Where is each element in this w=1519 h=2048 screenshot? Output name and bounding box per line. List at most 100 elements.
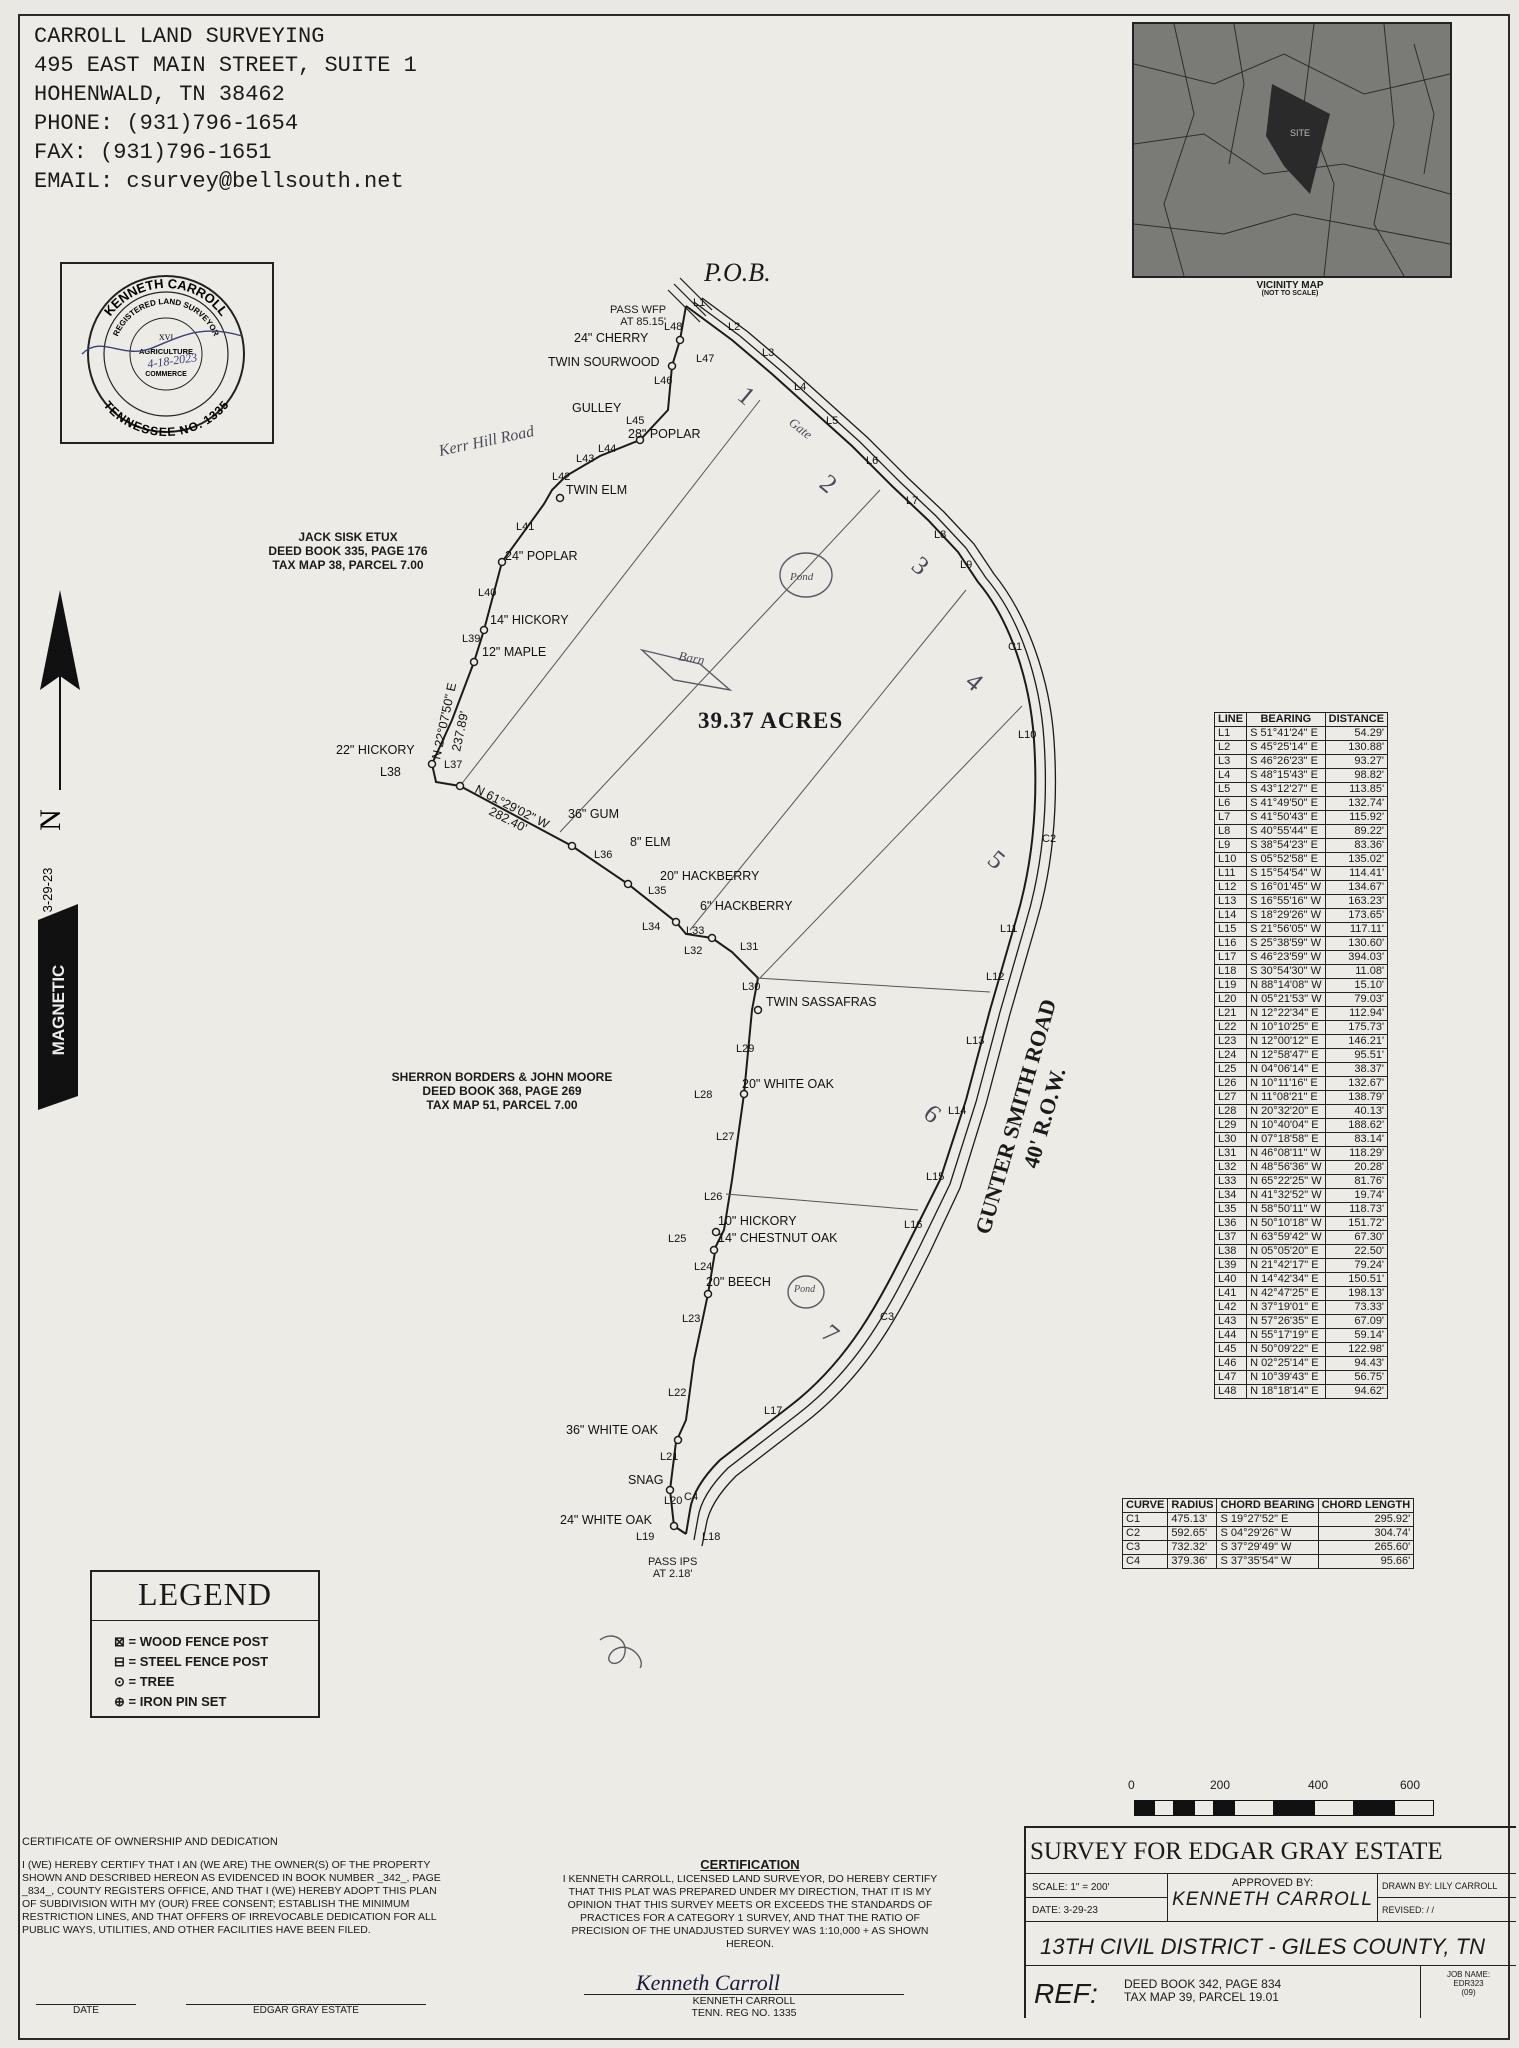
- job-name-value: EDR323: [1453, 1979, 1484, 1988]
- company-address-2: HOHENWALD, TN 38462: [34, 82, 285, 107]
- line-table-cell: N 63°59'42" W: [1246, 1230, 1326, 1245]
- vicinity-map: SITE: [1132, 22, 1452, 278]
- tract-number-7: 7: [816, 1318, 845, 1349]
- line-table-cell: L19: [1213, 978, 1248, 993]
- line-label: L48: [664, 321, 682, 333]
- line-table-cell: N 46°08'11" W: [1246, 1146, 1326, 1161]
- line-table-cell: 122.98': [1324, 1342, 1389, 1357]
- certification-signer-name: KENNETH CARROLL: [692, 1995, 796, 2007]
- line-table-cell: S 21°56'05" W: [1246, 922, 1326, 937]
- line-table-header-line: LINE: [1213, 712, 1248, 727]
- line-table-cell: L14: [1213, 908, 1248, 923]
- line-label: L20: [664, 1495, 682, 1507]
- seal-signed-date: 4-18-2023: [146, 350, 197, 371]
- surveyor-signature: Kenneth Carroll: [636, 1970, 781, 1995]
- tree-label: 24" WHITE OAK: [560, 1513, 653, 1527]
- line-label: L29: [736, 1043, 754, 1055]
- line-table-cell: 132.74': [1324, 796, 1389, 811]
- line-table-cell: S 15°54'54" W: [1246, 866, 1326, 881]
- line-table-cell: 83.14': [1324, 1132, 1389, 1147]
- tree-label: 20" BEECH: [706, 1275, 771, 1289]
- line-table-cell: 83.36': [1324, 838, 1389, 853]
- job-name-extra: (09): [1461, 1988, 1476, 1997]
- pond-mark-2: [787, 1275, 825, 1309]
- title-block-title: SURVEY FOR EDGAR GRAY ESTATE: [1026, 1828, 1516, 1874]
- line-label: L23: [682, 1313, 700, 1325]
- adjoiner-south-deed: DEED BOOK 368, PAGE 269: [422, 1084, 582, 1098]
- line-label: C4: [684, 1491, 698, 1503]
- curve-table: CURVE RADIUS CHORD BEARING CHORD LENGTH …: [1121, 1498, 1415, 1569]
- line-label: L25: [668, 1233, 686, 1245]
- scale-label-0: 0: [1128, 1778, 1135, 1792]
- line-label: L32: [684, 945, 702, 957]
- line-table-cell: 151.72': [1324, 1216, 1389, 1231]
- line-table-cell: 198.13': [1324, 1286, 1389, 1301]
- line-table-cell: 146.21': [1324, 1034, 1389, 1049]
- line-label: L3: [762, 347, 774, 359]
- vicinity-map-graphic: SITE: [1134, 24, 1450, 276]
- line-table-cell: N 88°14'08" W: [1246, 978, 1326, 993]
- scribble-mark: [599, 1635, 642, 1669]
- line-table-cell: 73.33': [1324, 1300, 1389, 1315]
- line-label-group: L1L2L3L4L5L6L7L8L9C1L10C2L11L12L13L14L15…: [444, 297, 1056, 1543]
- scale-label-400: 400: [1308, 1778, 1329, 1792]
- line-table-cell: L21: [1213, 1006, 1248, 1021]
- line-table-cell: L40: [1213, 1272, 1248, 1287]
- tract-number-2: 2: [814, 468, 843, 499]
- line-table-cell: S 30°54'30" W: [1246, 964, 1326, 979]
- line-table-cell: L44: [1213, 1328, 1248, 1343]
- curve-table-cell: C2: [1121, 1526, 1169, 1541]
- tree-icon: ⊙: [114, 1674, 125, 1689]
- line-table-cell: L47: [1213, 1370, 1248, 1385]
- adjoiner-south-taxmap: TAX MAP 51, PARCEL 7.00: [426, 1098, 578, 1112]
- line-table-header-distance: DISTANCE: [1324, 712, 1389, 727]
- line-table-cell: 40.13': [1324, 1104, 1389, 1119]
- tree-label: TWIN SOURWOOD: [548, 355, 660, 369]
- line-label: L5: [826, 415, 838, 427]
- line-table-cell: S 40°55'44" E: [1246, 824, 1326, 839]
- tree-label: 20" HACKBERRY: [660, 869, 760, 883]
- line-table-cell: N 05°21'53" W: [1246, 992, 1326, 1007]
- surveyor-seal-box: KENNETH CARROLL REGISTERED LAND SURVEYOR…: [60, 262, 274, 444]
- tract-number-1: 1: [732, 380, 761, 411]
- line-table-cell: N 41°32'52" W: [1246, 1188, 1326, 1203]
- barn-mark: [639, 648, 733, 692]
- line-table-cell: N 05°05'20" E: [1246, 1244, 1326, 1259]
- tract-number-6: 6: [918, 1098, 947, 1129]
- line-label: L11: [1000, 923, 1018, 935]
- seal-signature-stroke: [81, 330, 243, 355]
- curve-table-header-chord-bearing: CHORD BEARING: [1216, 1498, 1319, 1513]
- line-label: L41: [516, 521, 534, 533]
- line-table-cell: N 57°26'35" E: [1246, 1314, 1326, 1329]
- line-table-cell: L29: [1213, 1118, 1248, 1133]
- adjoiner-north: JACK SISK ETUX DEED BOOK 335, PAGE 176 T…: [218, 530, 478, 572]
- handwritten-pond-note-2: Pond: [793, 1284, 816, 1295]
- tree-label: 6" HACKBERRY: [700, 899, 793, 913]
- company-email: EMAIL: csurvey@bellsouth.net: [34, 169, 404, 194]
- line-table-cell: L8: [1213, 824, 1248, 839]
- tree-label: 36" WHITE OAK: [566, 1423, 659, 1437]
- cert-date-label: DATE: [73, 2005, 99, 2016]
- line-table-cell: L26: [1213, 1076, 1248, 1091]
- line-table-cell: S 16°01'45" W: [1246, 880, 1326, 895]
- curve-table-cell: 304.74': [1317, 1526, 1415, 1541]
- line-table-cell: 98.82': [1324, 768, 1389, 783]
- line-table-cell: 135.02': [1324, 852, 1389, 867]
